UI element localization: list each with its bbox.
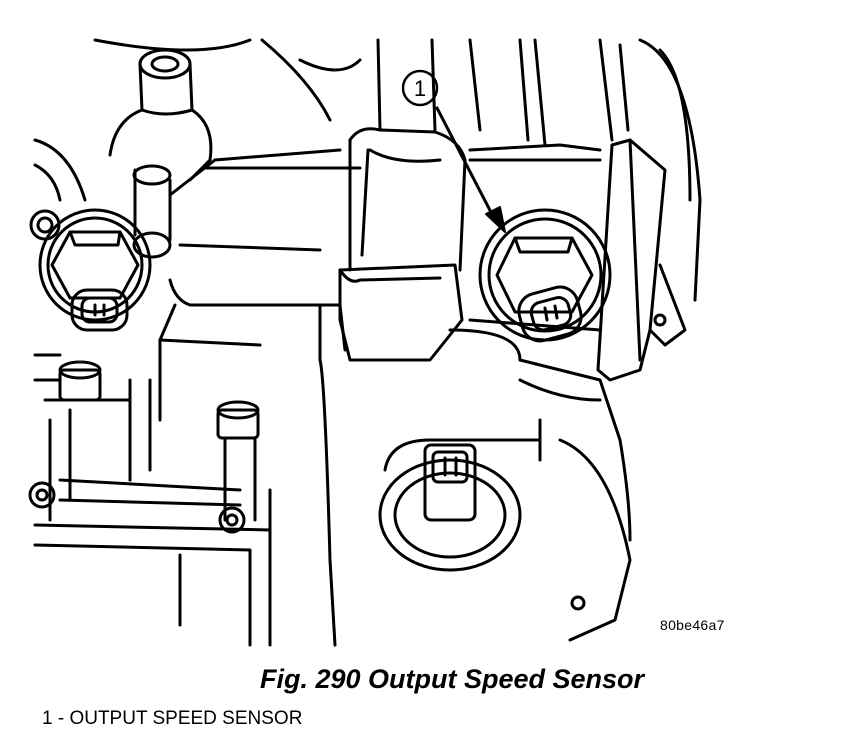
line-drawing: 1 [28, 38, 702, 647]
left-fittings [29, 48, 213, 259]
left-sensor [38, 208, 152, 332]
figure-caption: Fig. 290 Output Speed Sensor [259, 664, 645, 694]
valve-body [28, 353, 272, 647]
legend: 1 - OUTPUT SPEED SENSOR [42, 708, 302, 730]
transmission-illustration: 1 [28, 38, 702, 647]
callout-1 [401, 69, 506, 233]
lower-connector [378, 438, 542, 572]
right-plate [596, 138, 687, 382]
small-bolt [570, 595, 586, 611]
callout-number: 1 [414, 76, 426, 101]
output-speed-sensor [478, 208, 612, 343]
center-bracket [338, 38, 467, 362]
image-code: 80be46a7 [660, 617, 725, 633]
legend-item: 1 - OUTPUT SPEED SENSOR [42, 708, 303, 729]
